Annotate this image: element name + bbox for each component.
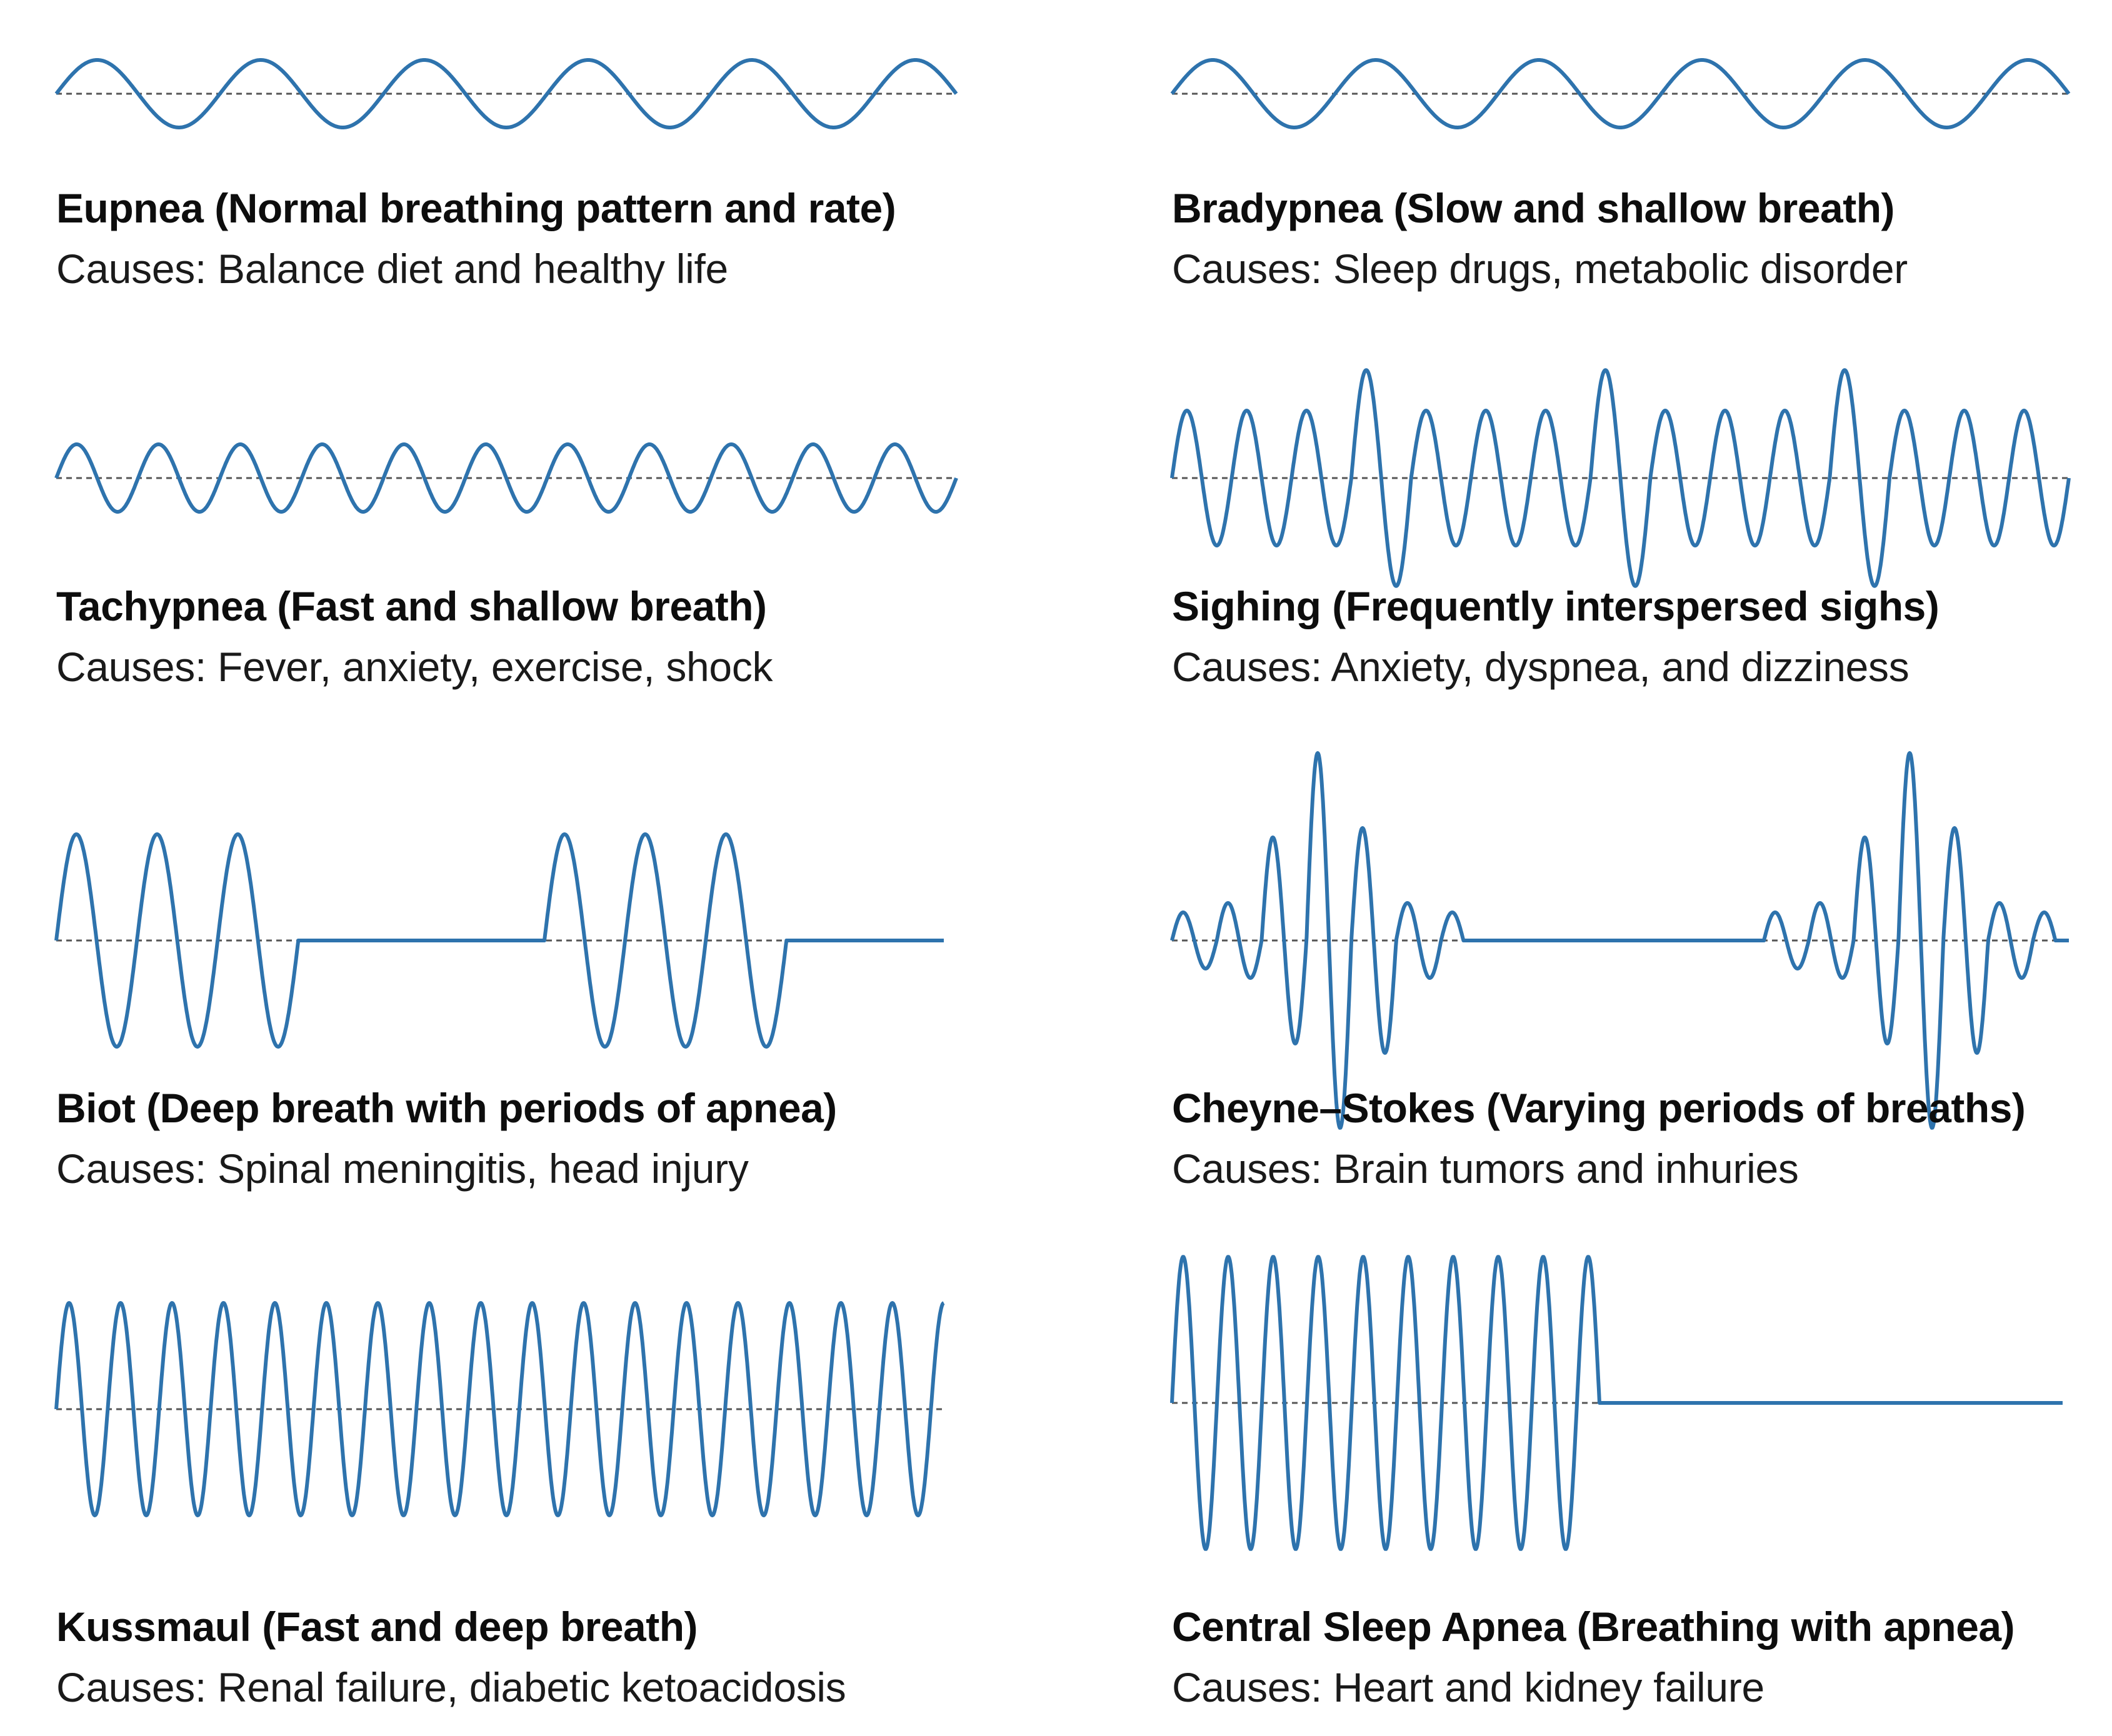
pattern-causes: Causes: Heart and kidney failure	[1172, 1664, 1764, 1710]
wave-bradypnea	[1170, 58, 2071, 129]
pattern-title: Tachypnea (Fast and shallow breath)	[56, 583, 767, 629]
panel-biot: Biot (Deep breath with periods of apnea)…	[56, 1083, 1081, 1194]
pattern-title: Cheyne–Stokes (Varying periods of breath…	[1172, 1085, 2026, 1131]
pattern-causes: Causes: Sleep drugs, metabolic disorder	[1172, 246, 1908, 292]
wave-eupnea	[54, 58, 958, 129]
pattern-title: Eupnea (Normal breathing pattern and rat…	[56, 185, 896, 231]
panel-cheyne-stokes: Cheyne–Stokes (Varying periods of breath…	[1172, 1083, 2112, 1194]
pattern-title: Sighing (Frequently interspersed sighs)	[1172, 583, 1939, 629]
wave-sighing	[1170, 368, 2071, 588]
panel-eupnea: Eupnea (Normal breathing pattern and rat…	[56, 183, 1081, 294]
pattern-title: Kussmaul (Fast and deep breath)	[56, 1604, 698, 1650]
pattern-title: Central Sleep Apnea (Breathing with apne…	[1172, 1604, 2015, 1650]
pattern-causes: Causes: Renal failure, diabetic ketoacid…	[56, 1664, 846, 1710]
panel-tachypnea: Tachypnea (Fast and shallow breath) Caus…	[56, 581, 1081, 692]
wave-tachypnea	[54, 442, 958, 514]
panel-bradypnea: Bradypnea (Slow and shallow breath) Caus…	[1172, 183, 2112, 294]
pattern-causes: Causes: Balance diet and healthy life	[56, 246, 728, 292]
pattern-causes: Causes: Fever, anxiety, exercise, shock	[56, 644, 773, 690]
pattern-causes: Causes: Brain tumors and inhuries	[1172, 1145, 1799, 1192]
panel-kussmaul: Kussmaul (Fast and deep breath) Causes: …	[56, 1602, 1081, 1712]
wave-biot	[54, 832, 944, 1049]
wave-kussmaul	[54, 1301, 945, 1517]
pattern-title: Biot (Deep breath with periods of apnea)	[56, 1085, 837, 1131]
pattern-causes: Causes: Spinal meningitis, head injury	[56, 1145, 749, 1192]
pattern-causes: Causes: Anxiety, dyspnea, and dizziness	[1172, 644, 1909, 690]
panel-central-sleep-apnea: Central Sleep Apnea (Breathing with apne…	[1172, 1602, 2112, 1712]
wave-central-sleep-apnea	[1170, 1255, 2063, 1551]
pattern-title: Bradypnea (Slow and shallow breath)	[1172, 185, 1895, 231]
panel-sighing: Sighing (Frequently interspersed sighs) …	[1172, 581, 2112, 692]
wave-cheyne-stokes	[1170, 751, 2069, 1130]
